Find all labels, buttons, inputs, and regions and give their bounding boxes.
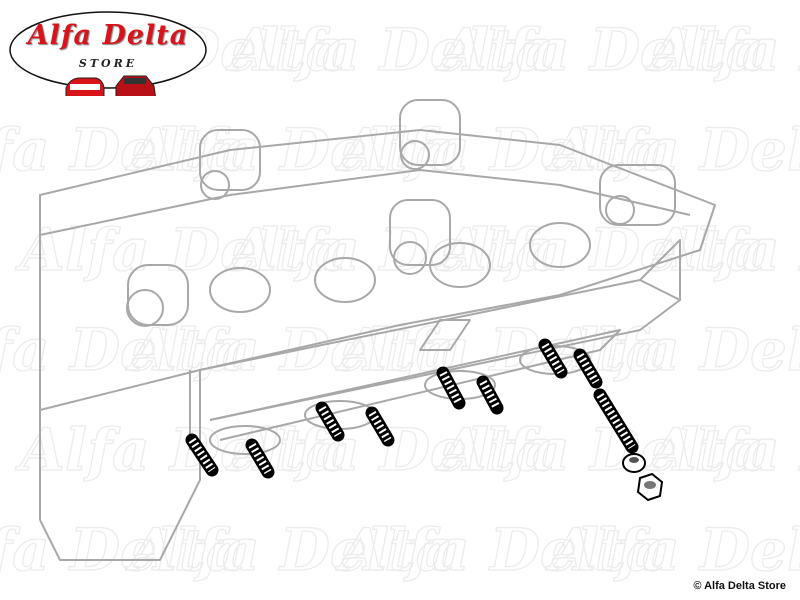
- watermark-text: Alfa Delta: [545, 516, 800, 584]
- watermark-text: Alfa Delta: [0, 116, 243, 184]
- stud: [365, 406, 395, 447]
- watermark-text: Alfa Delta: [15, 416, 343, 484]
- nut: [636, 472, 664, 502]
- copyright-notice: © Alfa Delta Store: [693, 580, 786, 592]
- logo-oval: [9, 11, 207, 96]
- stud: [593, 388, 639, 454]
- washer: [622, 453, 646, 473]
- car-icon: [115, 75, 156, 96]
- stud: [476, 375, 504, 415]
- watermark-text: Alfa Delta: [435, 216, 763, 284]
- exhaust-studs: [185, 338, 639, 479]
- watermark-text: Alfa Delta: [225, 16, 553, 84]
- store-logo[interactable]: Alfa Delta STORE: [8, 8, 208, 96]
- watermark-text: Alfa Delta: [0, 516, 243, 584]
- watermark-text: Alfa Delta: [335, 516, 663, 584]
- stud: [315, 401, 345, 442]
- watermark-text: Alfa Delta: [435, 16, 763, 84]
- logo-subtitle: STORE: [78, 57, 138, 70]
- stud: [573, 348, 603, 389]
- watermark-text: Alfa Delta: [15, 216, 343, 284]
- watermark-text: Alfa Delta: [125, 516, 453, 584]
- watermark-text: Alfa Delta: [645, 216, 800, 284]
- stud: [245, 438, 275, 479]
- stud: [185, 433, 219, 477]
- watermark-text: Alfa Delta: [435, 416, 763, 484]
- stud: [538, 338, 568, 379]
- stud: [436, 366, 466, 410]
- logo-title: Alfa Delta: [27, 20, 189, 51]
- car-icon: [65, 77, 105, 96]
- watermark-text: Alfa Delta: [645, 416, 800, 484]
- watermark-text: Alfa Delta: [645, 16, 800, 84]
